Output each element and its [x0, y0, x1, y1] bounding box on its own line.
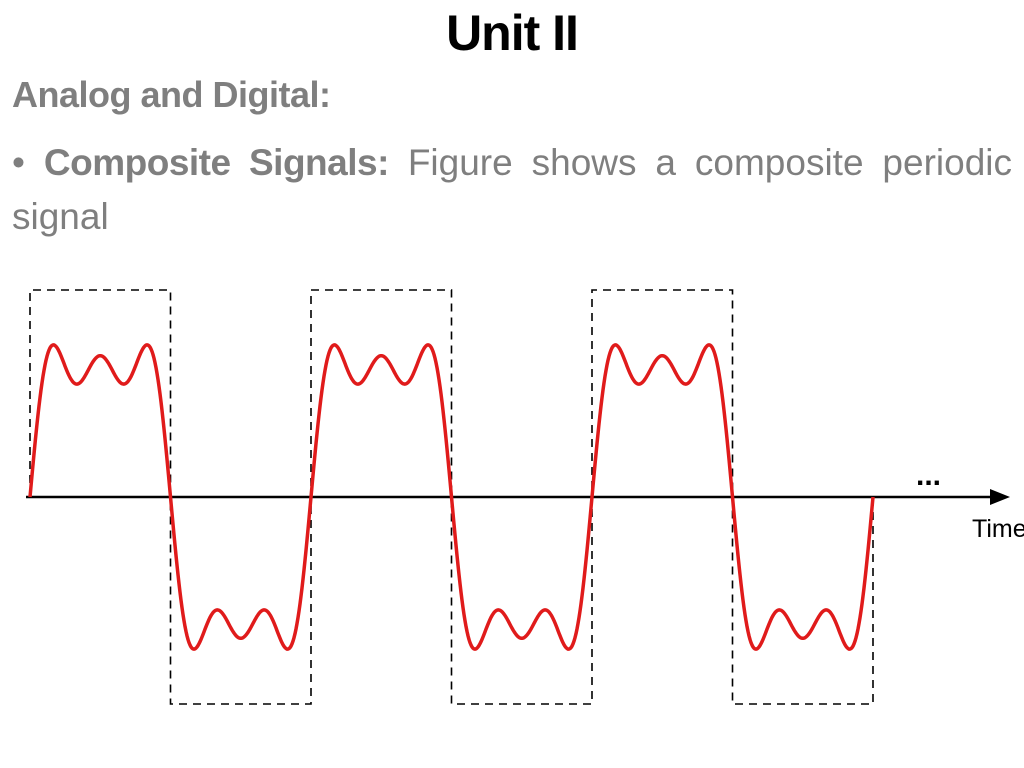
bullet-marker: • [12, 142, 25, 183]
slide-title: Unit II [446, 5, 579, 61]
section-heading: Analog and Digital: [12, 74, 331, 115]
composite-signal-figure: ... Time [26, 289, 1024, 705]
composite-signal-curve [28, 343, 875, 651]
bullet-text: Figure shows a composite periodic signal [12, 142, 1013, 237]
time-axis-label: Time [972, 515, 1024, 543]
bullet-bold-term: Composite Signals: [43, 142, 390, 183]
bullet-paragraph: • Composite Signals: Figure shows a comp… [12, 136, 1012, 244]
ellipsis-marker: ... [916, 459, 941, 492]
time-axis-arrowhead [990, 489, 1010, 505]
